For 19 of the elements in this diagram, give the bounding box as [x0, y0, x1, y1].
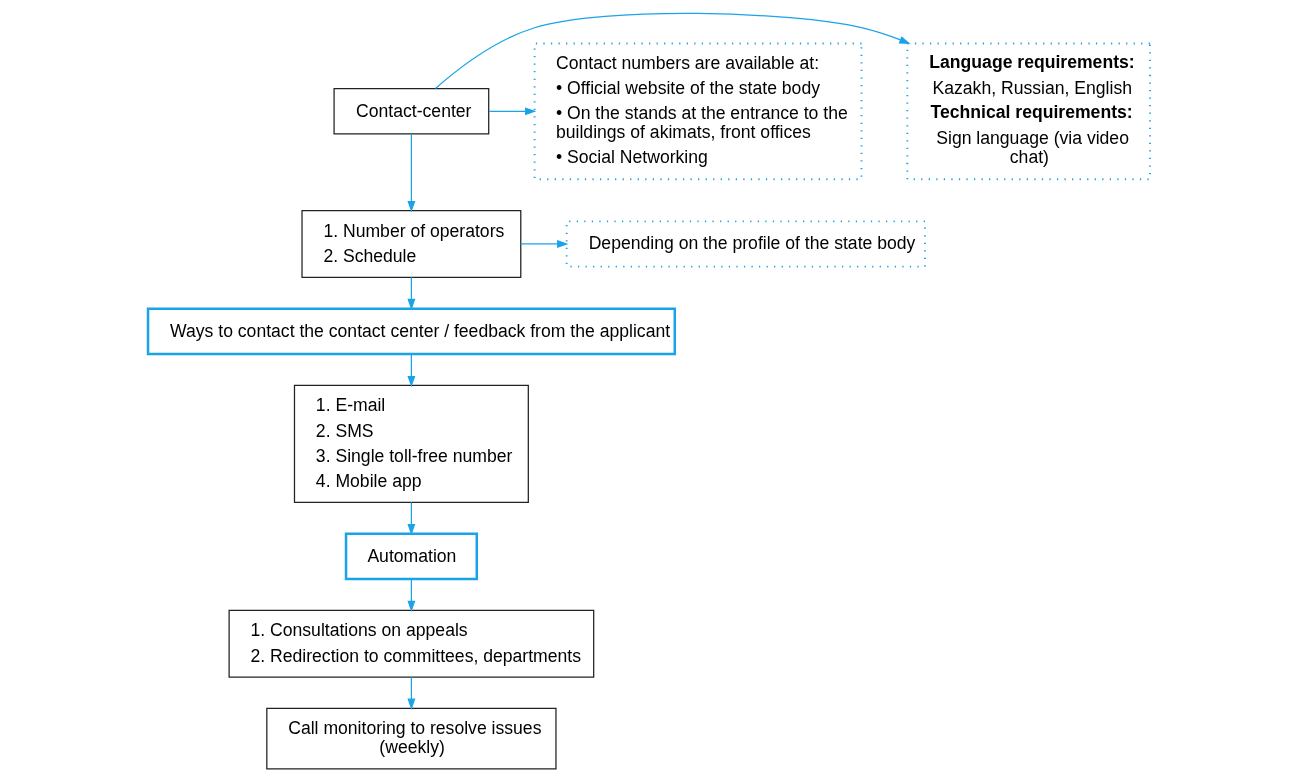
node-box: Depending on the profile of the state body — [565, 220, 926, 268]
node-box: Language requirements: Kazakh, Russian, English Technical requirements: Sign language (via video chat) — [906, 42, 1151, 181]
node-box: 1. E-mail 2. SMS 3. Single toll-free number 4. Mobile app — [293, 384, 529, 503]
arrow — [407, 578, 416, 613]
arrow — [488, 107, 537, 116]
arrow — [407, 676, 416, 710]
arrow — [434, 12, 911, 90]
arrow — [520, 240, 569, 248]
node-box: Contact numbers are available at: • Official website of the state body • On the stands at the entrance to the buildings of akimats, front offices • Social Networking — [533, 42, 863, 181]
node-box: 1. Consultations on appeals 2. Redirection to committees, departments — [228, 609, 595, 678]
arrow — [407, 133, 416, 213]
arrow — [407, 353, 416, 388]
arrow — [407, 276, 416, 311]
arrow — [407, 501, 416, 536]
node-box: Contact-center — [333, 88, 490, 135]
node-box: Ways to contact the contact center / feedback from the applicant — [146, 307, 677, 356]
node-box: Automation — [344, 532, 479, 581]
node-box: Call monitoring to resolve issues (weekly) — [266, 707, 557, 770]
node-box: 1. Number of operators 2. Schedule — [301, 210, 522, 278]
